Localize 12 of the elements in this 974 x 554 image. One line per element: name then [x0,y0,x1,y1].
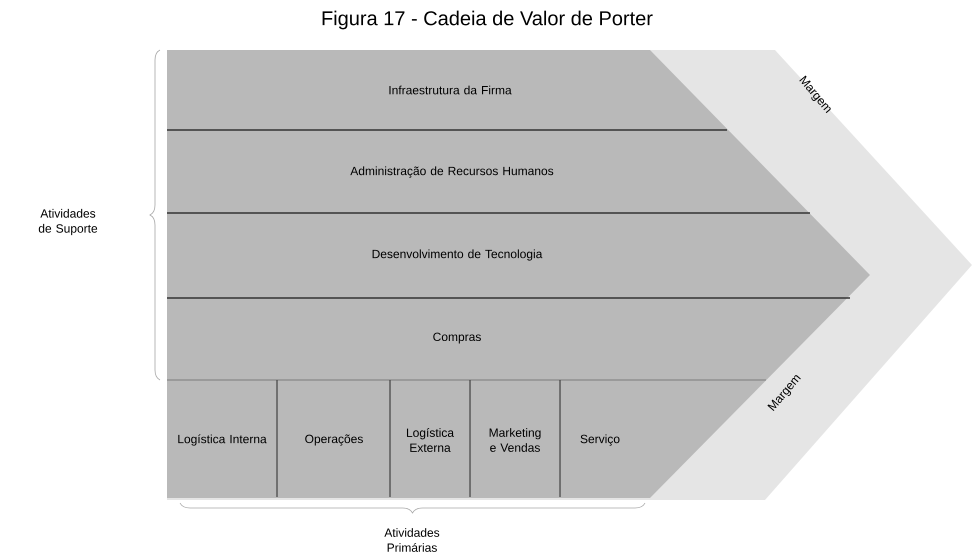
primary-activity: Marketing e Vendas [490,428,541,452]
support-activity: Infraestrutura da Firma [389,86,512,94]
primary-activity: Serviço [580,434,620,446]
title: Figura 17 - Cadeia de Valor de Porter [322,10,653,30]
primary-activity: Logística Externa [406,428,454,452]
primary-activity: Operações [305,434,363,446]
support-activity: Compras [433,332,481,344]
support-activity: Desenvolvimento de Tecnologia [372,249,542,261]
bracket-label: Atividades Primárias [384,528,440,552]
bracket-label: Atividades de Suporte [38,208,98,236]
primary-activity: Logística Interna [178,434,267,446]
support-activity: Administração de Recursos Humanos [350,166,554,178]
